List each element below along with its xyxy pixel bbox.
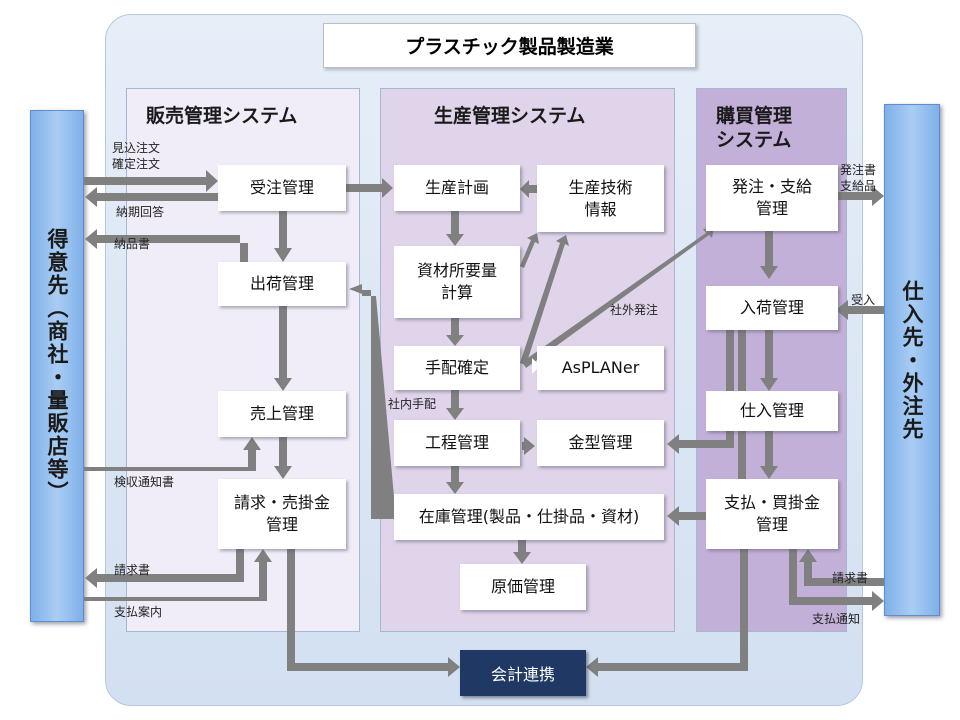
arrow-receiving-to-mold (667, 330, 734, 454)
mrp-box: 資材所要量 計算 (394, 246, 520, 318)
shipping-mgmt-box: 出荷管理 (218, 262, 346, 306)
arrow-process-to-mold (522, 437, 535, 455)
arrow-arrange-to-tech (520, 235, 569, 365)
arrow-purchase-to-payment (760, 431, 778, 479)
prod-tech-box: 生産技術 情報 (537, 165, 664, 232)
label-invoice-left: 請求書 (114, 563, 151, 577)
arrow-arrange-to-asplaner (524, 358, 540, 374)
arrow-payment-to-accounting (586, 549, 748, 677)
sales-system-title: 販売管理システム (146, 105, 298, 127)
label-payment-notice: 支払通知 (812, 612, 861, 626)
inventory-mgmt-box: 在庫管理(製品・仕掛品・資材) (394, 494, 664, 540)
supplier-block: 仕入先・外注先 (884, 104, 940, 616)
arrow-delivery-note (85, 229, 248, 263)
customer-block: 得意先（商社・量販店等） (30, 110, 84, 622)
arrow-order-in (84, 170, 218, 192)
arrow-sales-to-billing (274, 437, 292, 479)
arrow-process-to-inventory (446, 466, 464, 494)
label-payment-guide: 支払案内 (114, 605, 163, 619)
arrow-invoice-right (799, 549, 884, 586)
label-estimate-order: 見込注文 確定注文 (112, 141, 161, 171)
payment-mgmt-box: 支払・買掛金 管理 (706, 479, 838, 549)
billing-mgmt-box: 請求・売掛金 管理 (218, 479, 346, 549)
arrow-external-order (522, 227, 714, 368)
arrow-po-out (838, 186, 884, 206)
label-delivery-note: 納品書 (114, 237, 151, 251)
label-delivery-reply: 納期回答 (116, 205, 165, 219)
sales-mgmt-box: 売上管理 (218, 391, 346, 437)
arrow-order-to-ship (274, 211, 292, 262)
label-inspection-notice: 検収通知書 (114, 475, 175, 489)
purchase-mgmt-box: 仕入管理 (706, 391, 838, 431)
arrow-ship-to-sales (274, 306, 292, 391)
production-system-title: 生産管理システム (434, 105, 586, 127)
arrow-mrp-to-tech (520, 233, 539, 268)
order-mgmt-box: 受注管理 (218, 165, 346, 211)
arrow-inspection (84, 437, 261, 471)
arrow-receipt (836, 300, 884, 320)
label-po-supply: 発注書 支給品 (840, 163, 877, 193)
arrow-order-to-plan (345, 178, 393, 198)
process-mgmt-box: 工程管理 (394, 420, 520, 466)
cost-mgmt-box: 原価管理 (460, 564, 586, 610)
label-internal-order: 社内手配 (388, 397, 437, 411)
asplaner-box: AsPLANer (537, 346, 664, 390)
arrow-inventory-to-cost (513, 540, 531, 564)
po-mgmt-box: 発注・支給 管理 (706, 165, 838, 231)
arrow-arrange-to-process (446, 390, 464, 420)
customer-label: 得意先（商社・量販店等） (45, 228, 69, 504)
arrow-invoice-left (85, 548, 244, 588)
arrow-tech-to-plan (520, 180, 537, 198)
label-external-order: 社外発注 (610, 303, 659, 317)
arrow-po-to-receiving (760, 231, 778, 279)
purchasing-system-title: 購買管理 システム (716, 105, 793, 151)
arrow-inventory-to-ship (349, 284, 396, 519)
arrow-billing-to-accounting (287, 549, 460, 677)
supplier-label: 仕入先・外注先 (900, 279, 924, 441)
accounting-box: 会計連携 (460, 650, 586, 696)
label-receipt: 受入 (851, 293, 876, 307)
arrow-mrp-to-arrange (446, 318, 464, 346)
receiving-mgmt-box: 入荷管理 (706, 286, 838, 330)
arrow-payment-notice (789, 549, 884, 611)
arrange-box: 手配確定 (394, 346, 520, 390)
arrow-receiving-to-purchase (760, 330, 778, 391)
prod-plan-box: 生産計画 (394, 165, 520, 211)
industry-title: プラスチック製品製造業 (323, 23, 696, 68)
arrow-plan-to-mrp (446, 211, 464, 246)
arrow-delivery-reply (85, 187, 218, 207)
mold-mgmt-box: 金型管理 (537, 420, 664, 466)
label-invoice-right: 請求書 (832, 571, 869, 585)
